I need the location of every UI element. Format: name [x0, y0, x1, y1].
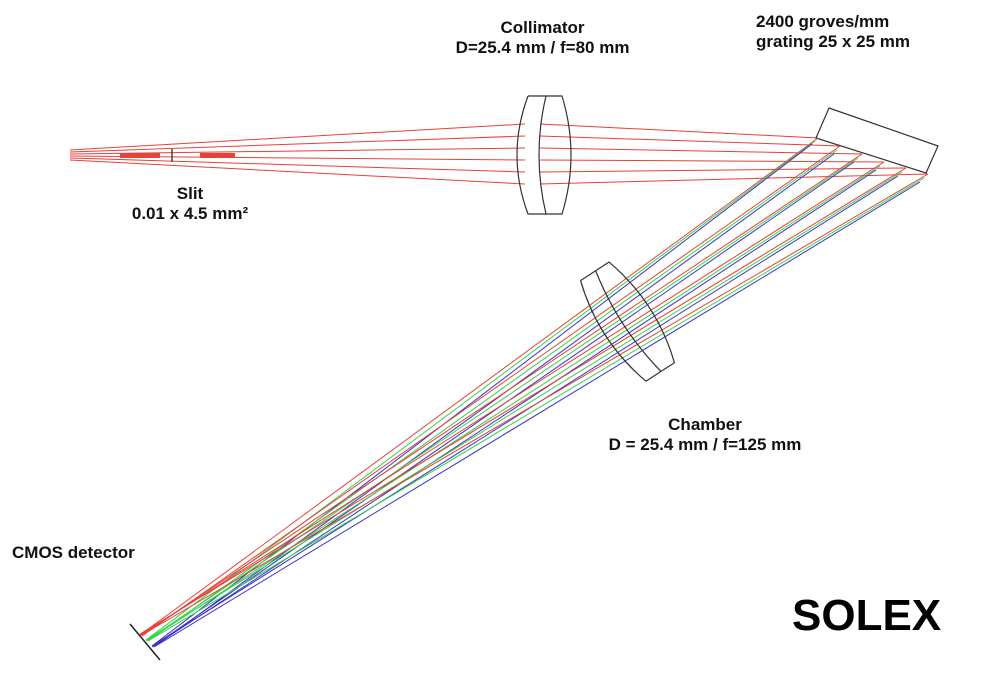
- diffraction-grating: [815, 107, 939, 174]
- chamber-lens-element: [595, 270, 662, 372]
- chamber-spec: D = 25.4 mm / f=125 mm: [608, 435, 802, 454]
- collimated-ray: [539, 167, 907, 173]
- chamber-lens-element: [595, 261, 676, 372]
- slit-focus-mark: [120, 153, 160, 158]
- collimator-lens-element-2: [546, 95, 572, 215]
- dispersed-ray-red: [141, 161, 885, 635]
- dispersed-ray-blue: [151, 175, 899, 647]
- chamber-lens-element: [580, 270, 596, 282]
- dispersed-ray-green: [145, 140, 816, 641]
- slit-label: Slit 0.01 x 4.5 mm²: [100, 184, 280, 224]
- dispersed-ray-blue: [153, 169, 877, 647]
- dispersed-ray-green: [145, 171, 903, 641]
- dispersed-ray-red: [141, 173, 929, 636]
- dispersed-ray-green: [147, 177, 925, 642]
- cmos-detector-label: CMOS detector: [12, 543, 135, 563]
- dispersed-ray-blue: [153, 181, 921, 648]
- dispersed-ray-green: [147, 165, 881, 641]
- dispersed-ray-red: [139, 167, 907, 635]
- dispersed-ray-red: [139, 153, 863, 637]
- collimator-lens-element-1: [516, 95, 529, 215]
- collimator-lens: [516, 95, 572, 215]
- collimated-ray: [539, 135, 841, 147]
- cmos-detector-plane: [129, 623, 161, 661]
- slit-name: Slit: [176, 184, 204, 203]
- collimator-spec: D=25.4 mm / f=80 mm: [455, 38, 630, 57]
- chamber-lens: [579, 261, 676, 382]
- chamber-name: Chamber: [668, 415, 742, 434]
- collimated-ray: [539, 159, 885, 163]
- incoming-ray: [69, 157, 526, 173]
- chamber-lens-element: [579, 280, 647, 382]
- dispersed-ray-red: [139, 137, 819, 636]
- slit-focus-mark: [200, 153, 235, 158]
- grating-label: 2400 groves/mm grating 25 x 25 mm: [756, 12, 910, 52]
- cmos-detector-name: CMOS detector: [12, 543, 135, 562]
- dispersed-ray-blue: [153, 153, 835, 648]
- collimated-ray: [539, 173, 929, 185]
- collimated-ray: [539, 147, 863, 155]
- incoming-ray: [69, 159, 526, 185]
- incoming-ray: [69, 135, 526, 153]
- collimated-ray: [539, 123, 819, 139]
- chamber-label: Chamber D = 25.4 mm / f=125 mm: [560, 415, 850, 455]
- incoming-ray: [69, 123, 526, 151]
- collimator-label: Collimator D=25.4 mm / f=80 mm: [400, 18, 685, 58]
- chamber-lens-element: [645, 370, 662, 382]
- grating-size: grating 25 x 25 mm: [756, 32, 911, 51]
- collimator-to-grating-rays: [539, 123, 929, 185]
- dispersed-ray-green: [145, 157, 859, 642]
- collimator-name: Collimator: [500, 18, 585, 37]
- dispersed-ray-red: [141, 145, 841, 637]
- grating-to-detector-rays: [139, 137, 929, 648]
- slit-spec: 0.01 x 4.5 mm²: [131, 204, 249, 223]
- solex-title: SOLEX: [792, 591, 942, 640]
- grating-density: 2400 groves/mm: [756, 12, 890, 31]
- collimator-lens-element-1: [538, 95, 547, 215]
